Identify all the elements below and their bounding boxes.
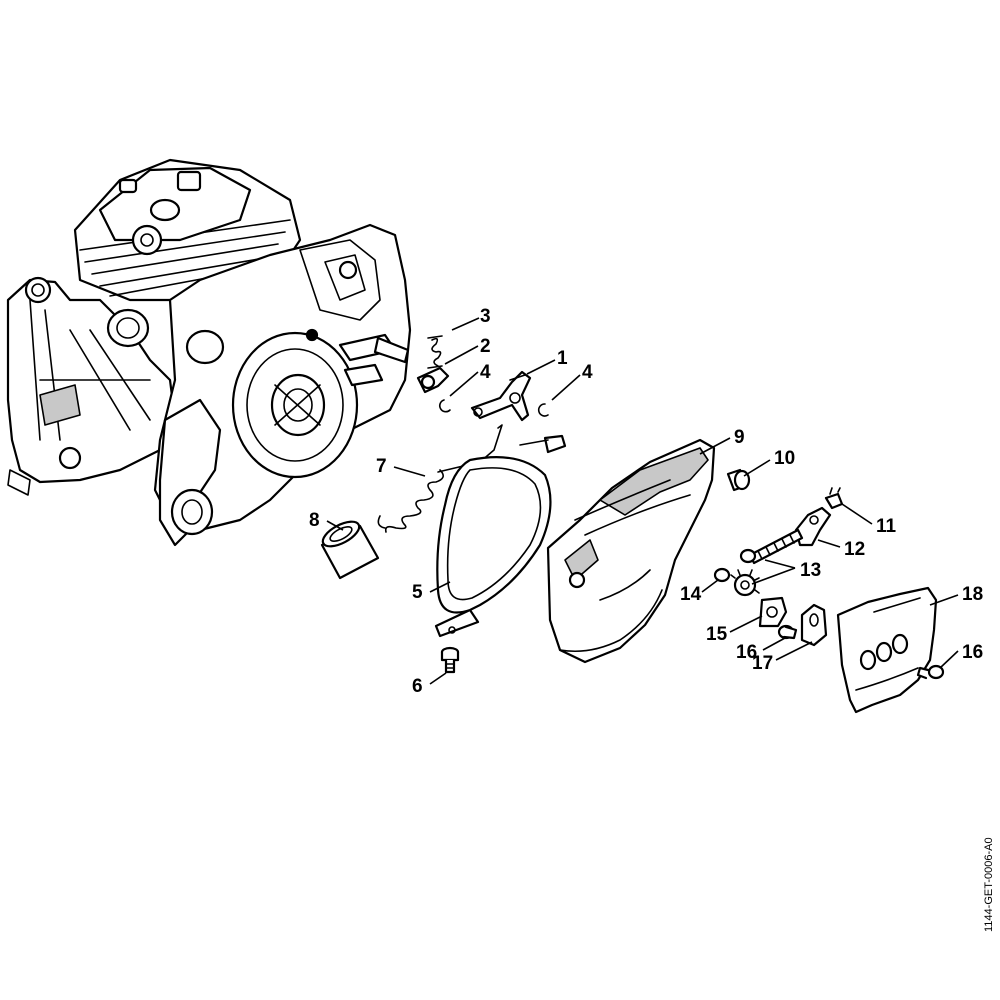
part-4-circlip-left	[438, 399, 451, 413]
part-6-screw	[440, 646, 460, 674]
callout-5: 5	[412, 582, 423, 603]
part-2-lever	[416, 366, 450, 394]
part-3-spring	[427, 335, 443, 369]
callout-12: 12	[844, 539, 865, 560]
part-4-circlip-right	[537, 403, 549, 417]
callout-13: 13	[800, 560, 821, 581]
callout-7: 7	[376, 456, 387, 477]
callout-9: 9	[734, 427, 745, 448]
part-14-o-ring	[713, 567, 731, 583]
part-18-protective-plate	[836, 586, 938, 714]
callout-16-right: 16	[962, 642, 983, 663]
callout-2: 2	[480, 336, 491, 357]
leader-lines	[326, 317, 959, 685]
part-1-brake-lever	[470, 370, 532, 422]
callout-3: 3	[480, 306, 491, 327]
part-12-tensioner-slide	[794, 506, 832, 547]
part-8-sleeve	[320, 520, 380, 580]
reference-code: 1144-GET-0006-A0	[983, 837, 995, 932]
part-16-screw-left	[777, 624, 798, 640]
callout-4-left: 4	[480, 362, 491, 383]
callout-14: 14	[680, 584, 702, 605]
engine-housing	[6, 158, 412, 547]
part-13-gear	[730, 569, 760, 597]
callout-10: 10	[774, 448, 795, 469]
part-15-plate	[758, 596, 788, 628]
callout-18: 18	[962, 584, 983, 605]
callout-4-right: 4	[582, 362, 593, 383]
callout-8: 8	[309, 510, 320, 531]
callout-1: 1	[557, 348, 568, 369]
part-13-adjusting-screw	[739, 528, 804, 565]
callout-6: 6	[412, 676, 423, 697]
part-9-sprocket-cover	[546, 438, 716, 664]
callout-16-left: 16	[736, 642, 757, 663]
part-17-cover-plate	[800, 603, 828, 647]
callout-15: 15	[706, 624, 728, 645]
part-16-screw-right	[916, 664, 945, 680]
part-10-bolt	[726, 468, 751, 492]
callout-11: 11	[876, 516, 897, 537]
part-5-brake-band	[434, 434, 567, 638]
part-11-clip	[824, 487, 844, 510]
callout-17: 17	[752, 653, 773, 674]
